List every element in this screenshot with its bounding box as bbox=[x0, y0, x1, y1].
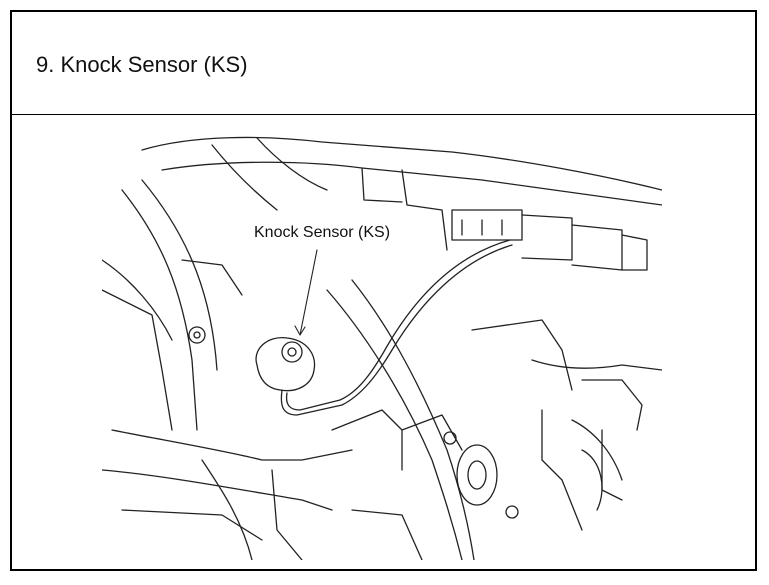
section-title: 9. Knock Sensor (KS) bbox=[36, 52, 248, 77]
document-frame: 9. Knock Sensor (KS) bbox=[10, 10, 757, 571]
section-header: 9. Knock Sensor (KS) bbox=[12, 12, 755, 115]
harness-main bbox=[326, 289, 463, 560]
callout-leader bbox=[299, 249, 318, 336]
engine-line-drawing bbox=[102, 136, 662, 560]
mount-pad bbox=[456, 444, 498, 506]
knock-sensor-body bbox=[255, 337, 316, 392]
sensor-wire bbox=[280, 244, 513, 416]
block-edge bbox=[141, 136, 662, 191]
knock-sensor-bolt bbox=[281, 341, 303, 363]
bolt-lower bbox=[505, 505, 519, 519]
knock-sensor-callout: Knock Sensor (KS) bbox=[252, 224, 393, 242]
engine-illustration: Knock Sensor (KS) bbox=[102, 130, 662, 560]
bolt-upper bbox=[443, 431, 457, 445]
bolt-left bbox=[188, 326, 206, 344]
connector-housing bbox=[451, 209, 523, 241]
